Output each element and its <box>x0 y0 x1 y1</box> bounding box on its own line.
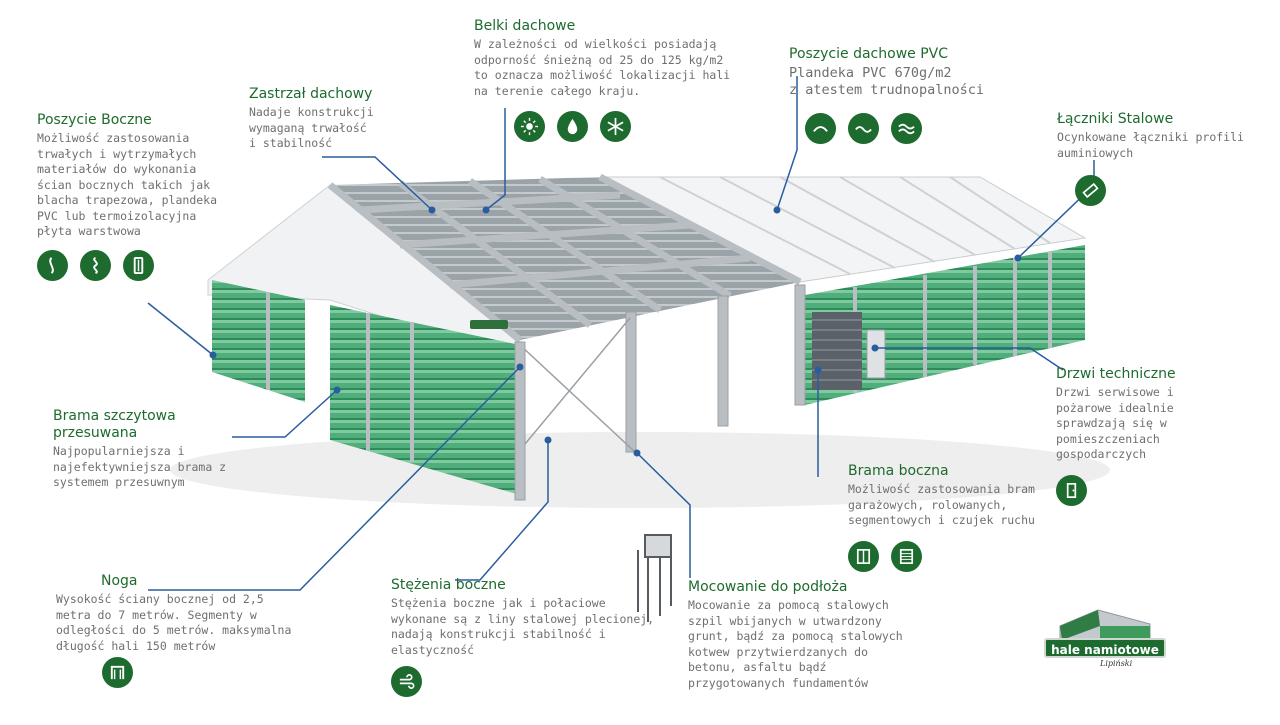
roller-gate <box>812 312 862 390</box>
roof-brace-desc: Nadaje konstrukcji wymaganą trwałość i s… <box>249 105 374 150</box>
spring-icon <box>80 249 111 281</box>
leg-title: Noga <box>101 573 138 589</box>
side-gate-desc: Możliwość zastosowania bram garażowych, … <box>848 482 1035 527</box>
roof-beams-desc: W zależności od wielkości posiadają odpo… <box>474 37 731 98</box>
annotation-side-cladding: Poszycie Boczne Możliwość zastosowania t… <box>37 112 217 281</box>
side-cladding-desc: Możliwość zastosowania trwałych i wytrzy… <box>37 131 218 238</box>
annotation-roof-beams: Belki dachowe W zależności od wielkości … <box>474 18 730 142</box>
annotation-leg-icon <box>102 657 133 688</box>
annotation-sliding-gate: Brama szczytowa przesuwana Najpopularnie… <box>53 408 226 491</box>
double-wave-icon <box>891 113 922 144</box>
annotation-steel-connectors: Łączniki Stalowe Ocynkowane łączniki pro… <box>1057 111 1244 206</box>
logo-text: hale namiotowe <box>1044 638 1166 658</box>
annotation-roof-brace: Zastrzał dachowy Nadaje konstrukcji wyma… <box>249 86 374 152</box>
pvc-roof-desc: Plandeka PVC 670g/m2 z atestem trudnopal… <box>789 65 985 98</box>
ground-mount-desc: Mocowanie za pomocą stalowych szpil wbij… <box>688 598 903 690</box>
technical-door <box>866 329 886 379</box>
roller-door-icon <box>891 540 922 572</box>
snowflake-icon <box>600 111 631 142</box>
company-logo <box>1059 609 1151 641</box>
logo-script: Lipiński <box>1100 659 1133 668</box>
leg-desc: Wysokość ściany bocznej od 2,5 metra do … <box>56 592 292 653</box>
bracing-desc: Stężenia boczne jak i połaciowe wykonane… <box>391 596 655 657</box>
annotation-bracing: Stężenia boczne Stężenia boczne jak i po… <box>391 577 654 697</box>
steel-connectors-desc: Ocynkowane łączniki profili auminiowych <box>1057 130 1244 160</box>
technical-door-title: Drzwi techniczne <box>1056 366 1176 382</box>
annotation-ground-mount: Mocowanie do podłoża Mocowanie za pomocą… <box>688 579 903 691</box>
annotation-pvc-roof: Poszycie dachowe PVC Plandeka PVC 670g/m… <box>789 46 984 144</box>
ruler-icon <box>1075 175 1106 206</box>
side-cladding-title: Poszycie Boczne <box>37 112 152 128</box>
roof-beams-title: Belki dachowe <box>474 18 576 34</box>
door-icon <box>1056 474 1087 506</box>
pvc-roof-title: Poszycie dachowe PVC <box>789 46 948 62</box>
sliding-door-icon <box>848 540 879 572</box>
sinus-wave-icon <box>37 249 68 281</box>
sliding-gate-title: Brama szczytowa przesuwana <box>53 408 176 441</box>
sliding-gate-desc: Najpopularniejsza i najefektywniejsza br… <box>53 444 227 489</box>
annotation-leg: Noga <box>101 573 138 592</box>
ground-mount-title: Mocowanie do podłoża <box>688 579 848 595</box>
water-drop-icon <box>557 111 588 142</box>
annotation-leg-desc-block: Wysokość ściany bocznej od 2,5 metra do … <box>56 592 296 654</box>
arch-roof-icon <box>805 113 836 144</box>
hall-logo-plate <box>470 320 508 329</box>
wave-roof-icon <box>848 113 879 144</box>
roof-brace-title: Zastrzał dachowy <box>249 86 373 102</box>
sandwich-panel-icon <box>123 249 154 281</box>
frame-legs <box>625 284 806 453</box>
side-gate-title: Brama boczna <box>848 463 949 479</box>
technical-door-desc: Drzwi serwisowe i pożarowe idealnie spra… <box>1056 385 1174 461</box>
annotation-technical-door: Drzwi techniczne Drzwi serwisowe i pożar… <box>1056 366 1176 506</box>
sun-icon <box>514 111 545 142</box>
annotation-side-gate: Brama boczna Możliwość zastosowania bram… <box>848 463 1035 572</box>
wind-icon <box>391 666 422 697</box>
bracing-title: Stężenia boczne <box>391 577 506 593</box>
steel-connectors-title: Łączniki Stalowe <box>1057 111 1174 127</box>
gable-wall-left <box>212 280 305 402</box>
bracing-cable <box>519 344 636 453</box>
frame-leg-icon <box>102 657 133 688</box>
